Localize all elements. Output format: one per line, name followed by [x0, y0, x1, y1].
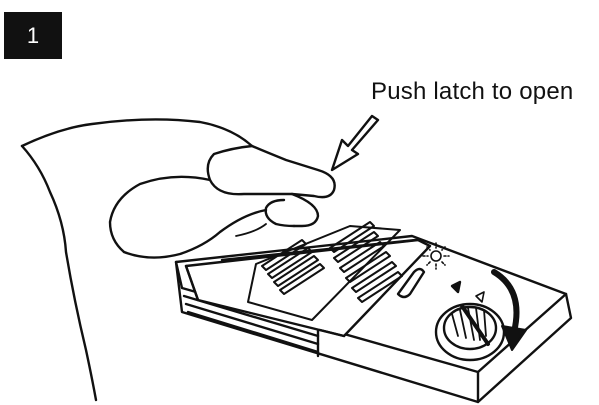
dispenser-dial [436, 304, 504, 360]
arrow-down-left-icon [332, 116, 378, 170]
